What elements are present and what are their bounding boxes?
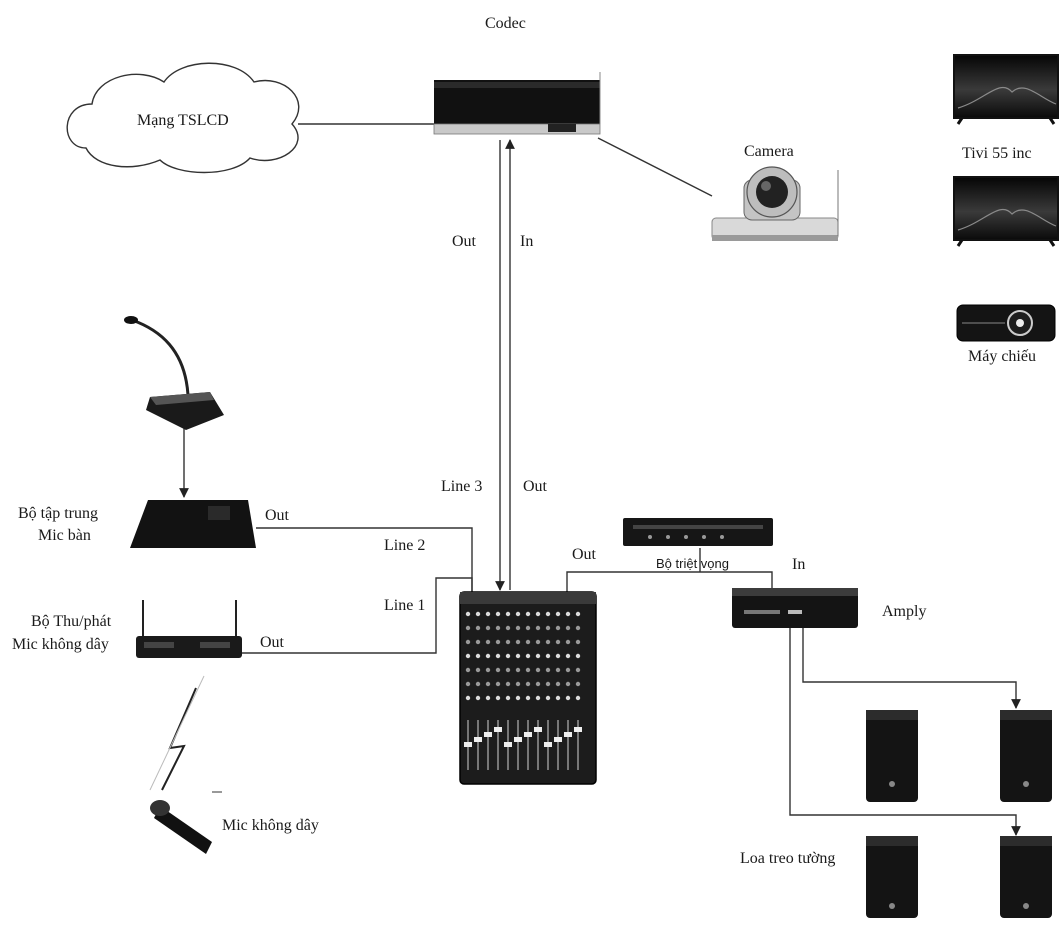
mixer-out-right-label: Out xyxy=(572,546,596,563)
wireless-receiver-icon xyxy=(136,600,242,658)
camera-label: Camera xyxy=(744,143,794,160)
wireless-receiver-label-1: Bộ Thu/phát xyxy=(31,613,112,630)
speaker-icon xyxy=(1000,836,1052,918)
tv-icon xyxy=(953,54,1059,125)
wireless-mic-icon xyxy=(150,800,212,854)
codec-in-label: In xyxy=(520,233,534,250)
cloud-icon xyxy=(66,62,300,174)
speaker-icon xyxy=(866,836,918,918)
camera-icon xyxy=(711,166,839,241)
receiver-out-label: Out xyxy=(260,634,284,651)
table-mic-hub-icon xyxy=(130,500,256,548)
amp-in-label: In xyxy=(792,556,806,573)
mixer-line3-label: Line 3 xyxy=(441,478,483,495)
tv-icon xyxy=(953,176,1059,247)
hub-mixer-link xyxy=(256,527,473,592)
wall-speakers-label: Loa treo tường xyxy=(740,850,836,867)
tv-label: Tivi 55 inc xyxy=(962,145,1032,162)
audio-mixer-icon xyxy=(459,591,597,785)
connection-lines xyxy=(179,123,1021,836)
amplifier-icon xyxy=(732,588,858,628)
mixer-out-up-label: Out xyxy=(523,478,547,495)
network-label: Mạng TSLCD xyxy=(137,112,229,129)
speaker-icon xyxy=(866,710,918,802)
mixer-line2-label: Line 2 xyxy=(384,537,426,554)
speaker-icon xyxy=(1000,710,1052,802)
codec-device-icon xyxy=(433,72,601,135)
projector-icon xyxy=(956,304,1056,342)
table-mic-hub-label-1: Bộ tập trung xyxy=(18,505,98,522)
table-mic-hub-label-2: Mic bàn xyxy=(38,527,91,544)
codec-label: Codec xyxy=(485,15,526,32)
mixer-line1-label: Line 1 xyxy=(384,597,426,614)
echo-canceller-icon xyxy=(623,518,773,546)
amp-speaker-bottom-arrow xyxy=(789,628,1021,836)
receiver-mixer-link xyxy=(240,577,473,654)
wireless-signal-icon xyxy=(149,675,222,793)
codec-camera-link xyxy=(597,137,713,197)
wireless-mic-label: Mic không dây xyxy=(222,817,319,834)
wireless-receiver-label-2: Mic không dây xyxy=(12,636,109,653)
projector-label: Máy chiếu xyxy=(968,348,1036,365)
table-mic-icon xyxy=(124,316,224,430)
hub-out-label: Out xyxy=(265,507,289,524)
amplifier-label: Amply xyxy=(882,603,927,620)
amp-speaker-top-arrow xyxy=(802,628,1021,709)
echo-canceller-label: Bộ triệt vọng xyxy=(656,556,729,571)
mixer-amp-link xyxy=(566,571,773,593)
codec-out-label: Out xyxy=(452,233,476,250)
